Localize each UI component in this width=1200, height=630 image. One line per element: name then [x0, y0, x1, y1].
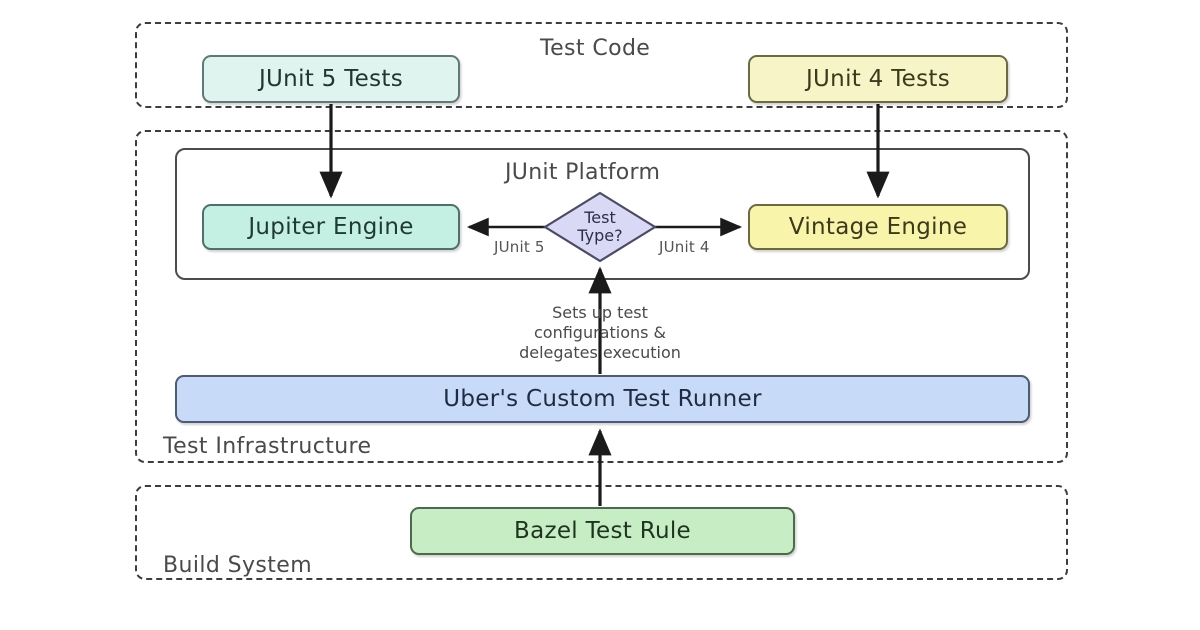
node-junit5-tests[interactable]: JUnit 5 Tests — [202, 55, 460, 103]
node-custom-test-runner[interactable]: Uber's Custom Test Runner — [175, 375, 1030, 423]
test-type-diamond[interactable] — [542, 191, 658, 263]
node-jupiter-engine[interactable]: Jupiter Engine — [202, 204, 460, 250]
runner-note-line-1: Sets up test — [552, 303, 648, 322]
runner-note-line-2: configurations & — [533, 323, 667, 342]
group-label-test-infrastructure: Test Infrastructure — [163, 434, 372, 459]
runner-note: Sets up test configurations & delegates … — [460, 303, 740, 363]
edge-label-junit4: JUnit 4 — [659, 238, 710, 256]
junit-platform-title: JUnit Platform — [505, 160, 661, 185]
node-vintage-engine[interactable]: Vintage Engine — [748, 204, 1008, 250]
group-test-code — [135, 22, 1068, 108]
node-bazel-test-rule[interactable]: Bazel Test Rule — [410, 507, 795, 555]
edge-label-junit5: JUnit 5 — [494, 238, 545, 256]
group-label-test-code: Test Code — [540, 36, 651, 61]
runner-note-line-3: delegates execution — [519, 343, 681, 362]
node-junit4-tests[interactable]: JUnit 4 Tests — [748, 55, 1008, 103]
group-label-build-system: Build System — [163, 553, 313, 578]
